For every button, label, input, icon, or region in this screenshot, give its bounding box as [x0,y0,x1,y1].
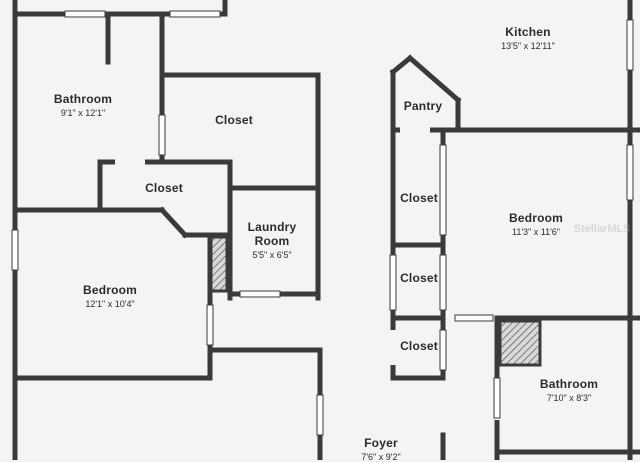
closet-mid-name: Closet [145,181,183,195]
room-kitchen: Kitchen 13'5" x 12'11" [501,25,555,51]
room-bedroom-left: Bedroom 12'1" x 10'4" [83,283,137,309]
bedroom-left-name: Bedroom [82,283,138,297]
room-bedroom-right: Bedroom 11'3" x 11'6" [509,211,563,237]
bedroom-right-dims: 11'3" x 11'6" [511,227,561,237]
bedroom-left-dims: 12'1" x 10'4" [85,299,135,309]
closet-r2-name: Closet [400,271,438,285]
laundry-name-line1: Laundry [247,220,297,234]
room-bathroom-upper: Bathroom 9'1" x 12'1" [54,92,112,118]
closet-r3-name: Closet [400,339,438,353]
room-bathroom-lower: Bathroom 7'10" x 8'3" [540,377,598,403]
room-closet-mid: Closet [145,181,183,195]
pantry-name: Pantry [403,99,443,113]
room-closet-upper: Closet [215,113,253,127]
bathroom-upper-name: Bathroom [53,92,113,106]
bathroom-lower-dims: 7'10" x 8'3" [546,393,592,403]
watermark: StellarMLS [573,223,631,235]
laundry-name-line2: Room [254,234,290,248]
room-closet-r2: Closet [400,271,438,285]
laundry-dims: 5'5" x 6'5" [252,250,292,260]
room-pantry: Pantry [404,99,443,113]
foyer-name: Foyer [364,436,398,450]
closet-upper-name: Closet [215,113,253,127]
closet-r1-name: Closet [400,191,438,205]
bathroom-lower-name: Bathroom [539,377,599,391]
foyer-dims: 7'6" x 9'2" [361,452,401,462]
kitchen-name: Kitchen [505,25,551,39]
room-closet-r3: Closet [400,339,438,353]
room-laundry: Laundry Room 5'5" x 6'5" [248,220,297,260]
room-closet-r1: Closet [400,191,438,205]
bathroom-upper-dims: 9'1" x 12'1" [60,108,106,118]
bedroom-right-name: Bedroom [508,211,564,225]
room-foyer: Foyer 7'6" x 9'2" [361,436,400,462]
kitchen-dims: 13'5" x 12'11" [501,41,555,51]
